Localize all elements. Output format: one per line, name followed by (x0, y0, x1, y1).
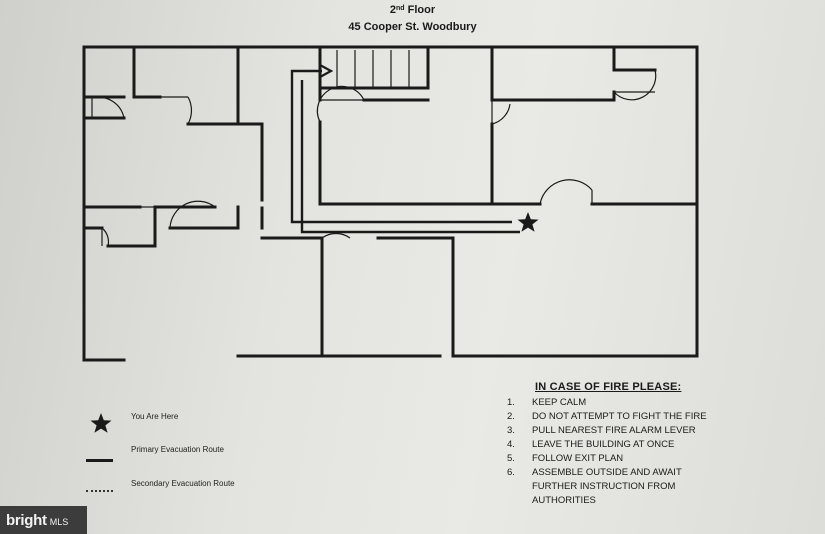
list-item: 3. PULL NEAREST FIRE ALARM LEVER (507, 424, 787, 438)
item-number: 3. (507, 425, 515, 436)
outer-wall (82, 45, 699, 358)
floor-title: 2nd Floor (0, 4, 825, 16)
list-item: 4. LEAVE THE BUILDING AT ONCE (507, 438, 787, 452)
legend-you-are-here: You Are Here (131, 412, 179, 421)
item-text: DO NOT ATTEMPT TO FIGHT THE FIRE (532, 411, 707, 422)
item-text: LEAVE THE BUILDING AT ONCE (532, 439, 675, 450)
stair-treads (336, 50, 410, 87)
item-text: ASSEMBLE OUTSIDE AND AWAIT FURTHER INSTR… (532, 467, 682, 506)
fire-instructions: IN CASE OF FIRE PLEASE: 1. KEEP CALM 2. DO… (507, 381, 787, 508)
item-number: 2. (507, 411, 515, 422)
instructions-list: 1. KEEP CALM 2. DO NOT ATTEMPT TO FIGHT TH… (507, 396, 787, 508)
floor-number: 2 (389, 4, 396, 16)
you-are-here-star-icon (517, 212, 539, 232)
legend-primary-route: Primary Evacuation Route (131, 445, 224, 454)
watermark-brand: bright (6, 511, 47, 529)
legend-secondary-route: Secondary Evacuation Route (131, 479, 235, 488)
item-text: PULL NEAREST FIRE ALARM LEVER (532, 425, 696, 436)
walls (82, 45, 699, 362)
list-item: 1. KEEP CALM (507, 396, 787, 410)
door-swings (91, 69, 657, 247)
item-number: 6. (507, 467, 515, 478)
legend-secondary-line (86, 490, 113, 492)
legend-primary-line (86, 459, 113, 462)
route-arrowhead (319, 64, 334, 78)
list-item: 5. FOLLOW EXIT PLAN (507, 452, 787, 466)
building-address: 45 Cooper St. Woodbury (348, 21, 477, 33)
outer-wall-west (82, 45, 126, 362)
list-item: 6. ASSEMBLE OUTSIDE AND AWAIT FURTHER INS… (507, 466, 787, 508)
item-text: FOLLOW EXIT PLAN (532, 453, 624, 464)
item-number: 4. (507, 439, 515, 450)
primary-evacuation-route (290, 69, 520, 234)
bright-mls-watermark: bright MLS (0, 506, 87, 534)
item-number: 1. (507, 397, 515, 408)
floor-word: Floor (407, 4, 436, 16)
list-item: 2. DO NOT ATTEMPT TO FIGHT THE FIRE (507, 410, 787, 424)
watermark-suffix: MLS (49, 516, 69, 527)
instructions-title: IN CASE OF FIRE PLEASE: (535, 381, 682, 393)
legend-star-icon (90, 413, 112, 433)
floor-suffix: nd (396, 5, 405, 12)
item-text: KEEP CALM (532, 397, 587, 408)
item-number: 5. (507, 453, 515, 464)
